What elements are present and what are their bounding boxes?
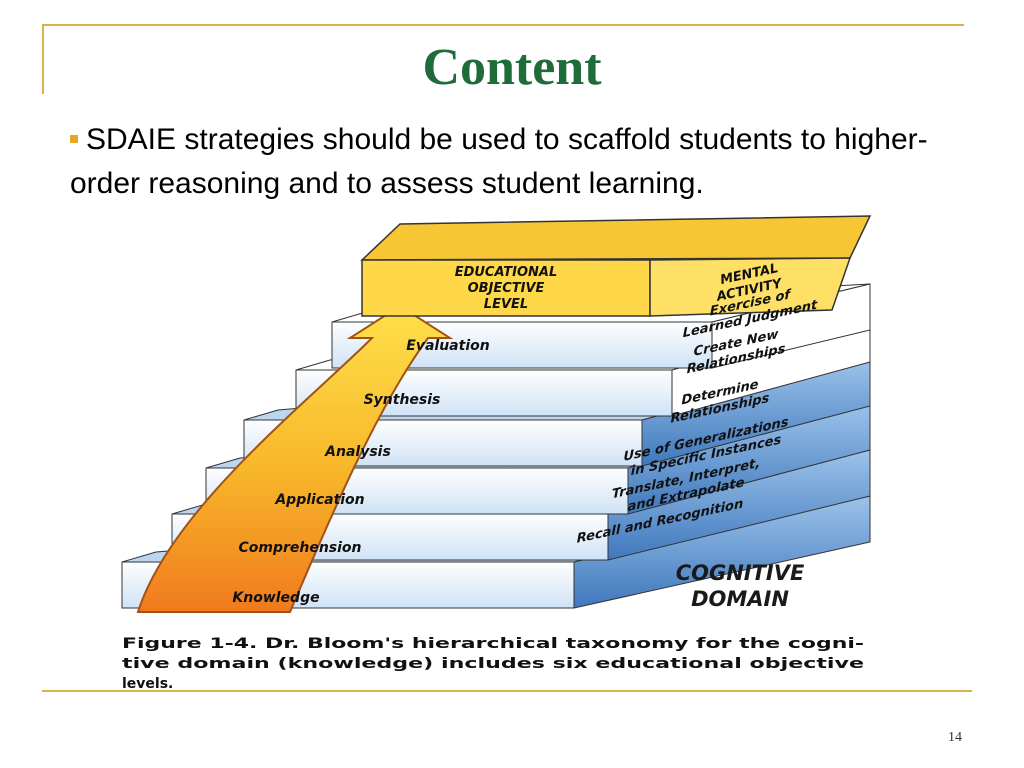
level-label-knowledge: Knowledge [232, 590, 319, 606]
level-label-comprehension: Comprehension [238, 540, 361, 556]
domain-label-line-2: DOMAIN [691, 587, 789, 611]
arrow-group [136, 304, 454, 613]
header-left-line-2: OBJECTIVE [468, 281, 545, 296]
caption-line-3: levels. [122, 676, 173, 692]
frame-left-line [42, 24, 44, 94]
header-top-face [360, 215, 872, 261]
header-block: EDUCATIONAL OBJECTIVE LEVEL MENTAL ACTIV… [360, 215, 872, 317]
level-label-synthesis: Synthesis [364, 392, 441, 408]
header-left-line-3: LEVEL [484, 297, 528, 312]
slide-title: Content [422, 39, 602, 96]
level-label-analysis: Analysis [324, 444, 391, 460]
bloom-taxonomy-diagram: EDUCATIONAL OBJECTIVE LEVEL MENTAL ACTIV… [121, 215, 872, 692]
header-left-line-1: EDUCATIONAL [455, 265, 558, 280]
level-labels: Evaluation Synthesis Analysis Applicatio… [232, 338, 489, 606]
domain-label-line-1: COGNITIVE [676, 561, 805, 585]
bullet-icon [70, 135, 78, 143]
frame-bottom-line [42, 690, 972, 692]
domain-label: COGNITIVE DOMAIN [676, 561, 805, 611]
frame-top-line [42, 24, 964, 26]
bullet-content: SDAIE strategies should be used to scaff… [70, 123, 928, 200]
level-label-evaluation: Evaluation [406, 338, 489, 354]
bullet-text: SDAIE strategies should be used to scaff… [70, 118, 970, 206]
progress-arrow [136, 304, 454, 613]
figure-caption: Figure 1-4. Dr. Bloom's hierarchical tax… [122, 636, 864, 692]
caption-line-1: Figure 1-4. Dr. Bloom's hierarchical tax… [122, 636, 864, 652]
page-number: 14 [948, 730, 962, 745]
caption-line-2: tive domain (knowledge) includes six edu… [122, 656, 864, 672]
header-right-face [649, 257, 852, 317]
level-label-application: Application [274, 492, 364, 508]
